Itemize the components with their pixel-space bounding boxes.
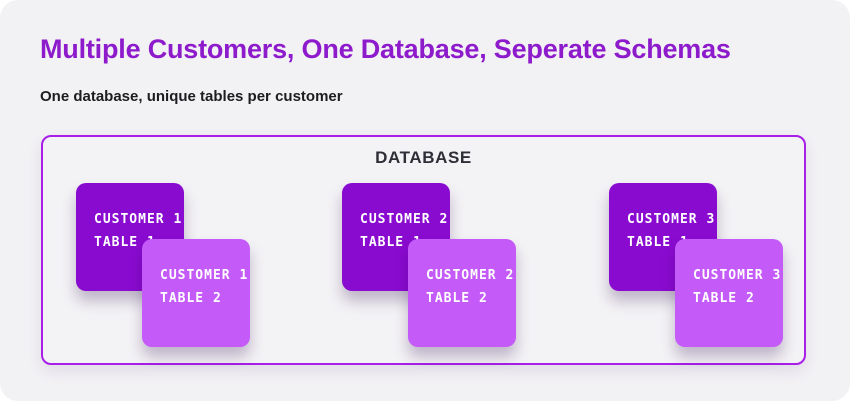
customer-1-table-1-card: CUSTOMER 1 TABLE 1 (76, 183, 184, 291)
card-customer-line: CUSTOMER 1 (94, 212, 183, 227)
card-customer-line: CUSTOMER 1 (160, 268, 249, 283)
card-customer-line: CUSTOMER 2 (360, 212, 449, 227)
database-container: DATABASE CUSTOMER 1 TABLE 1 CUSTOMER 1 T… (41, 135, 806, 365)
card-customer-line: CUSTOMER 2 (426, 268, 515, 283)
card-customer-line: CUSTOMER 3 (693, 268, 782, 283)
database-label: DATABASE (375, 148, 472, 167)
page-title: Multiple Customers, One Database, Sepera… (40, 34, 731, 64)
customer-3-table-2-card: CUSTOMER 3 TABLE 2 (675, 239, 783, 347)
card-customer-line: CUSTOMER 3 (627, 212, 716, 227)
card-table-line: TABLE 1 (94, 235, 156, 250)
page-subtitle: One database, unique tables per customer (40, 88, 343, 105)
card-table-line: TABLE 2 (426, 291, 488, 306)
card-table-line: TABLE 1 (360, 235, 422, 250)
card-table-line: TABLE 1 (627, 235, 689, 250)
customer-1-table-2-card: CUSTOMER 1 TABLE 2 (142, 239, 250, 347)
card-table-line: TABLE 2 (160, 291, 222, 306)
customer-2-table-2-card: CUSTOMER 2 TABLE 2 (408, 239, 516, 347)
card-table-line: TABLE 2 (693, 291, 755, 306)
